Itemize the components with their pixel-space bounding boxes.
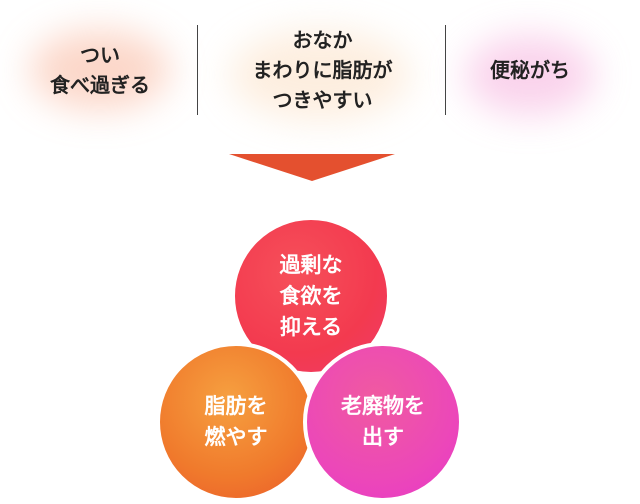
solution-line: 過剰な — [279, 252, 343, 277]
problem-constipation: 便秘がち — [455, 0, 605, 140]
solution-line: 食欲を — [279, 283, 343, 308]
problem-overeating: つい食べ過ぎる — [20, 0, 180, 140]
glow-right — [465, 35, 595, 115]
glow-middle — [230, 30, 410, 120]
problem-line: つい — [80, 43, 120, 67]
solution-line: 燃やす — [204, 425, 268, 449]
problem-belly-fat: おなかまわりに脂肪がつきやすい — [205, 0, 440, 140]
down-arrow-icon — [229, 154, 395, 181]
solution-line: 抑える — [279, 314, 343, 339]
problem-line: おなか — [292, 28, 353, 52]
problem-line: つきやすい — [272, 88, 373, 112]
solution-burn-fat: 脂肪を燃やす — [156, 342, 316, 502]
glow-left — [30, 30, 170, 110]
solution-detox: 老廃物を出す — [303, 342, 463, 502]
solution-line: 老廃物を — [341, 394, 425, 418]
solution-line: 脂肪を — [204, 394, 268, 418]
solution-line: 出す — [362, 425, 404, 449]
problem-line: 便秘がち — [490, 58, 570, 82]
divider — [197, 25, 198, 115]
problem-line: まわりに脂肪が — [252, 58, 393, 82]
problem-line: 食べ過ぎる — [50, 73, 150, 97]
divider — [445, 25, 446, 115]
